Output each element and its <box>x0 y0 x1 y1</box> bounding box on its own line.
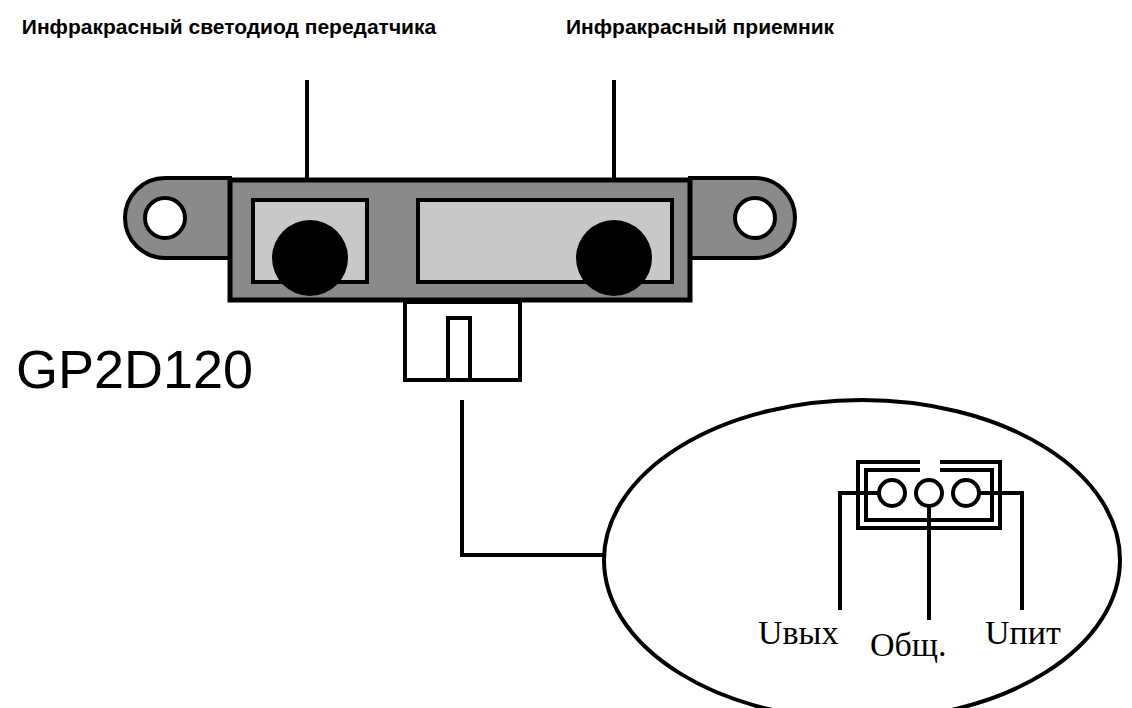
model-name: GP2D120 <box>16 340 356 399</box>
zoom-ellipse <box>604 400 1120 708</box>
part-label: Инфракрасный приемник <box>500 14 900 40</box>
pin-lead <box>840 493 879 610</box>
ir-receiver <box>576 220 652 296</box>
connector-latch <box>448 318 470 380</box>
pin-lead <box>927 506 931 620</box>
connector-body <box>405 302 520 380</box>
mounting-hole <box>735 198 775 238</box>
part-label: Инфракрасный светодиод передатчика <box>4 14 454 40</box>
pin-name: Uпит <box>985 614 1105 651</box>
connector-pin <box>953 480 979 506</box>
pin-lead <box>979 493 1022 610</box>
mounting-tab <box>125 178 230 258</box>
zoom-leader <box>462 400 604 555</box>
sensor-housing <box>230 180 690 300</box>
pin-name: Uвых <box>758 614 868 651</box>
connector-pin <box>879 480 905 506</box>
connector-pin <box>916 480 942 506</box>
ir-led <box>272 220 348 296</box>
pin-name: Общ. <box>870 626 990 663</box>
mounting-tab <box>690 178 795 258</box>
mounting-hole <box>145 198 185 238</box>
